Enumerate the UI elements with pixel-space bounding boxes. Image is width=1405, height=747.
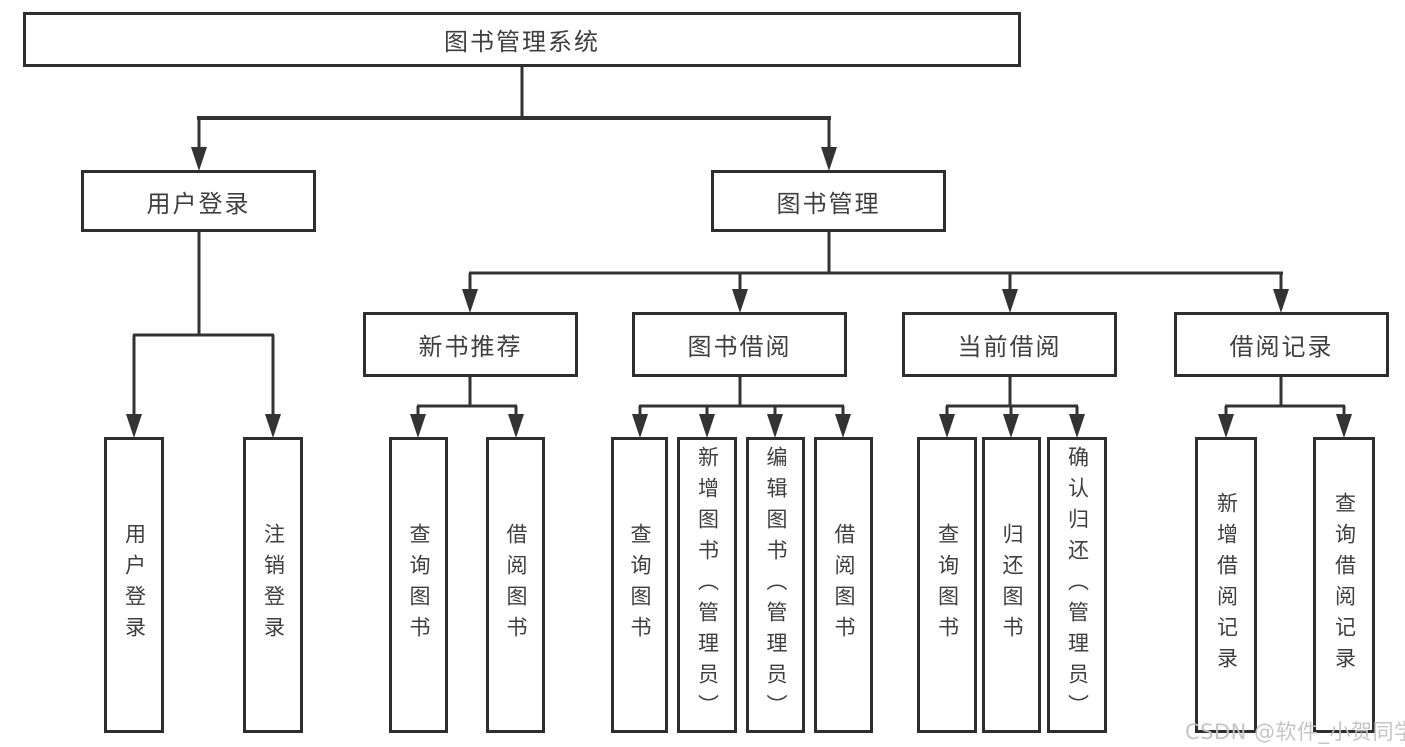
node-new-book-recommend-label: 新书推荐 — [418, 333, 523, 361]
leaf-return-books: 归还图书 — [982, 437, 1041, 733]
csdn-watermark: CSDN @软件_小贺同学 — [1185, 720, 1405, 744]
leaf-query-books-borrowing: 查询图书 — [611, 437, 668, 733]
leaf-return-books-label: 归还图书 — [1000, 523, 1024, 647]
leaf-query-books-current-label: 查询图书 — [935, 523, 960, 647]
node-borrowing-records: 借阅记录 — [1174, 312, 1389, 377]
leaf-edit-book-admin-label: 编辑图书（管理员） — [764, 445, 788, 725]
leaf-query-borrow-record-label: 查询借阅记录 — [1332, 492, 1357, 678]
leaf-query-books-current: 查询图书 — [917, 437, 977, 733]
leaf-query-books-recommend-label: 查询图书 — [407, 523, 431, 647]
node-book-borrowing: 图书借阅 — [632, 312, 847, 377]
node-user-login: 用户登录 — [81, 170, 316, 232]
node-book-management: 图书管理 — [711, 170, 946, 232]
node-book-management-label: 图书管理 — [776, 189, 881, 218]
leaf-query-books-borrowing-label: 查询图书 — [628, 523, 652, 647]
leaf-borrow-books-recommend-label: 借阅图书 — [504, 523, 528, 647]
leaf-query-books-recommend: 查询图书 — [389, 437, 448, 733]
arrowheads — [126, 147, 1352, 438]
leaf-add-borrow-record-label: 新增借阅记录 — [1214, 492, 1239, 678]
leaf-user-login: 用户登录 — [104, 437, 164, 733]
node-new-book-recommend: 新书推荐 — [363, 312, 578, 377]
leaf-logout: 注销登录 — [243, 437, 303, 733]
leaf-borrow-books: 借阅图书 — [814, 437, 873, 733]
node-borrowing-records-label: 借阅记录 — [1229, 333, 1334, 361]
leaf-borrow-books-label: 借阅图书 — [832, 523, 856, 647]
leaf-add-borrow-record: 新增借阅记录 — [1195, 437, 1257, 733]
node-root-label: 图书管理系统 — [444, 28, 600, 56]
node-root: 图书管理系统 — [23, 12, 1021, 67]
leaf-add-book-admin-label: 新增图书（管理员） — [695, 445, 720, 725]
leaf-logout-label: 注销登录 — [261, 523, 286, 647]
leaf-confirm-return-admin-label: 确认归还（管理员） — [1065, 445, 1090, 725]
leaf-query-borrow-record: 查询借阅记录 — [1313, 437, 1375, 733]
leaf-edit-book-admin: 编辑图书（管理员） — [746, 437, 805, 733]
node-user-login-label: 用户登录 — [146, 189, 251, 218]
node-book-borrowing-label: 图书借阅 — [687, 333, 792, 361]
leaf-add-book-admin: 新增图书（管理员） — [677, 437, 737, 733]
node-current-borrowing-label: 当前借阅 — [957, 333, 1062, 361]
leaf-confirm-return-admin: 确认归还（管理员） — [1047, 437, 1107, 733]
node-current-borrowing: 当前借阅 — [902, 312, 1117, 377]
leaf-borrow-books-recommend: 借阅图书 — [486, 437, 545, 733]
leaf-user-login-label: 用户登录 — [122, 523, 147, 647]
